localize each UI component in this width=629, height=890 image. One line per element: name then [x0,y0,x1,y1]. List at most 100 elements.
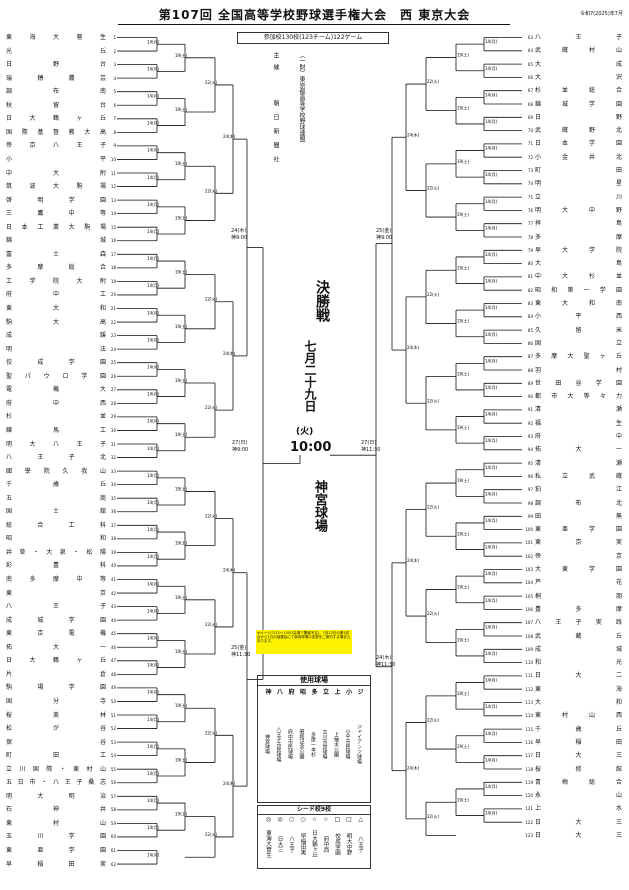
team-name: 青梅総合 [535,778,622,786]
match-date-label: 14(月) [147,121,160,126]
team-number: 50 [110,698,116,704]
match-date-label: 14(月) [147,175,160,180]
match-date-label: 14(月) [147,310,160,315]
team-name: 大和 [535,699,622,706]
match-date-label: 24(木) [223,350,236,356]
team-name: 拓大一 [6,643,106,651]
team-number: 74 [527,181,533,187]
team-number: 111 [525,673,533,679]
team-number: 107 [525,620,533,626]
team-name: 東京 [6,589,106,597]
team-name: 国士舘 [6,508,106,516]
team-number: 75 [527,194,533,200]
match-date-label: 14(月) [485,39,498,44]
match-date-label: 24(木) [407,557,420,563]
team-name: 永山 [535,792,622,800]
team-count-box: 参加校130校(123チーム)122ゲーム [237,32,389,44]
match-date-label: 14(月) [147,446,160,451]
final-time: 10:00 [290,440,332,455]
team-number: 22 [110,319,116,325]
team-number: 27 [110,387,116,393]
seed-column: □明大中野 [345,816,354,865]
stadium-name: 上柚木公園 [333,731,339,757]
seed-school: 日大三 [276,835,283,853]
team-number: 82 [527,287,533,293]
team-number: 122 [525,819,533,825]
match-date-label: 19(土) [175,431,188,437]
team-name: 東海 [535,685,622,693]
match-date-label: 14(月) [485,279,498,284]
team-number: 2 [113,48,116,54]
seed-mark: ☆ [311,816,318,823]
stadium-column: 八八王子市民球場 [276,689,285,792]
team-name: 東亜学園 [6,847,106,854]
seed-column: ☆日大鶴ヶ丘 [310,816,319,865]
team-name: 多摩 [535,233,622,241]
host-label: 主 催 [272,52,279,70]
team-number: 66 [527,74,533,80]
team-number: 106 [525,606,533,612]
team-number: 61 [110,848,116,853]
team-number: 85 [527,327,533,333]
team-name: 電機大 [6,386,106,394]
team-name: 松が谷 [6,725,106,733]
match-date-label: 14(月) [147,690,160,695]
seed-column: △八王子 [356,816,365,865]
team-number: 25 [110,360,116,366]
seed-mark: ◎ [265,816,272,823]
team-number: 36 [110,509,116,515]
team-number: 7 [113,116,116,122]
match-date-label: 14(月) [147,771,160,776]
match-date-label: 19(土) [457,530,470,536]
match-date-label: 14(月) [485,438,498,443]
stadium-name: 立川市営球場 [321,729,328,759]
team-name: 保谷 [6,738,106,746]
team-name: 五商 [6,494,106,502]
team-name: 総合工科 [6,521,106,529]
team-number: 68 [527,101,533,107]
team-name: 日本工業大駒場 [6,223,106,231]
team-name: 三鷹中等 [6,210,106,218]
team-number: 12 [110,184,116,190]
stadium-table: 使用球場 神神宮球場八八王子市民球場府府中市民球場昭昭和記念公園多多摩一本杉立立… [257,675,371,803]
team-name: 井草・大泉・松陽 [6,548,106,556]
team-name: 国際基督教大高 [6,128,106,136]
cohost-name: （一財）東京都高等学校野球連盟 [298,52,305,142]
team-number: 80 [527,261,533,267]
team-number: 20 [110,292,116,298]
team-name: 調布北 [535,499,622,507]
team-name: 明星 [535,180,622,188]
team-name: 五日市・八王子桑志 [6,779,106,787]
seed-column: ◎東海大菅生 [264,816,273,865]
team-name: 彩豊科 [6,562,106,570]
stadium-abbrev: 多 [311,689,318,696]
team-number: 115 [525,726,533,732]
team-number: 53 [110,739,116,745]
team-number: 33 [110,468,116,474]
team-number: 57 [110,793,116,799]
semi-left-time: 神9:00 [232,447,249,453]
team-number: 34 [110,482,116,488]
match-date-label: 14(月) [147,39,160,44]
match-date-label: 19(土) [175,323,188,329]
team-name: 八王子 [6,603,106,611]
team-name: 駒大高 [6,318,106,326]
team-name: 多摩総合 [6,264,106,272]
team-name: 千歳丘 [6,481,106,489]
match-date-label: 14(月) [485,92,498,97]
team-number: 116 [525,739,533,745]
team-number: 89 [527,380,533,386]
team-name: 府中 [535,433,622,440]
team-name: 昭和第一学園 [535,286,622,294]
team-name: 豊多摩 [535,605,622,613]
team-number: 65 [527,61,533,67]
team-number: 16 [110,238,116,244]
team-name: 立川国際・東村山 [6,765,106,773]
seed-school: 八王子 [357,835,363,853]
match-date-label: 14(月) [485,545,498,550]
match-date-label: 19(土) [457,317,470,323]
team-name: 聖パウロ学園 [6,372,106,380]
match-date-label: 14(月) [485,146,498,151]
team-number: 113 [525,700,533,705]
team-number: 73 [527,168,533,173]
